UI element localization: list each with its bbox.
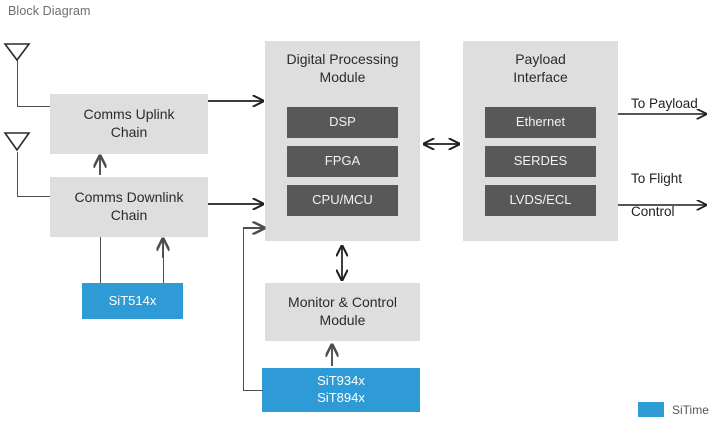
ethernet-label: Ethernet xyxy=(515,114,566,130)
sit934x-label: SiT934x xyxy=(317,373,365,389)
monitor-control-module-block[interactable]: Monitor & Control Module xyxy=(265,283,420,341)
cpu-mcu-block[interactable]: CPU/MCU xyxy=(287,185,398,216)
serdes-label: SERDES xyxy=(513,153,568,169)
digital-processing-module-title-line1: Digital Processing xyxy=(286,51,399,67)
lvds-ecl-block[interactable]: LVDS/ECL xyxy=(485,185,596,216)
payload-interface-title-line2: Interface xyxy=(513,68,568,85)
sit514x-to-uplink-trunk-line xyxy=(100,237,101,286)
ethernet-block[interactable]: Ethernet xyxy=(485,107,596,138)
uplink-antenna-feed-line xyxy=(17,106,51,107)
to-flight-control-text-line2: Control xyxy=(631,204,675,220)
payload-interface-block[interactable]: Payload Interface Ethernet SERDES LVDS/E… xyxy=(463,41,618,241)
payload-interface-title-line1: Payload xyxy=(515,51,566,67)
dsp-block[interactable]: DSP xyxy=(287,107,398,138)
to-payload-label: To Payload xyxy=(631,80,698,113)
to-flight-control-label: To Flight Control xyxy=(631,155,682,237)
downlink-antenna-mast-line xyxy=(17,152,18,196)
legend-sitime-label: SiTime xyxy=(672,402,709,417)
sit934x-sit894x-block[interactable]: SiT934x SiT894x xyxy=(262,368,420,412)
comms-uplink-chain-label-line2: Chain xyxy=(110,124,148,140)
cpu-mcu-label: CPU/MCU xyxy=(312,192,373,208)
comms-downlink-chain-label-line2: Chain xyxy=(110,207,148,223)
fpga-label: FPGA xyxy=(324,153,361,169)
sit514x-block[interactable]: SiT514x xyxy=(82,283,183,319)
lvds-ecl-label: LVDS/ECL xyxy=(509,192,572,208)
sit514x-label: SiT514x xyxy=(108,292,157,308)
to-payload-text: To Payload xyxy=(631,96,698,112)
downlink-antenna-icon xyxy=(3,132,31,152)
comms-downlink-chain-block[interactable]: Comms Downlink Chain xyxy=(50,177,208,237)
page-title: Block Diagram xyxy=(8,4,91,18)
digital-processing-module-title: Digital Processing Module xyxy=(265,51,420,86)
sit894x-label: SiT894x xyxy=(317,390,365,405)
sit934x-to-dpm-riser-line xyxy=(243,228,244,390)
comms-downlink-chain-label-line1: Comms Downlink xyxy=(74,189,184,206)
downlink-antenna-feed-line xyxy=(17,196,51,197)
uplink-antenna-icon xyxy=(3,43,31,62)
legend-sitime-swatch xyxy=(638,402,664,417)
legend: SiTime xyxy=(638,402,709,417)
comms-uplink-chain-block[interactable]: Comms Uplink Chain xyxy=(50,94,208,154)
sit514x-to-downlink-trunk-line xyxy=(163,243,164,286)
dsp-label: DSP xyxy=(329,114,356,130)
fpga-block[interactable]: FPGA xyxy=(287,146,398,177)
comms-uplink-chain-label-line1: Comms Uplink xyxy=(83,106,175,123)
payload-interface-title: Payload Interface xyxy=(463,51,618,86)
monitor-control-module-label-line2: Module xyxy=(319,312,366,328)
to-flight-control-text-line1: To Flight xyxy=(631,171,683,187)
uplink-antenna-mast-line xyxy=(17,59,18,106)
digital-processing-module-title-line2: Module xyxy=(319,68,366,85)
sit934x-to-dpm-lower-line xyxy=(243,390,263,391)
monitor-control-module-label-line1: Monitor & Control xyxy=(288,294,397,311)
serdes-block[interactable]: SERDES xyxy=(485,146,596,177)
digital-processing-module-block[interactable]: Digital Processing Module DSP FPGA CPU/M… xyxy=(265,41,420,241)
